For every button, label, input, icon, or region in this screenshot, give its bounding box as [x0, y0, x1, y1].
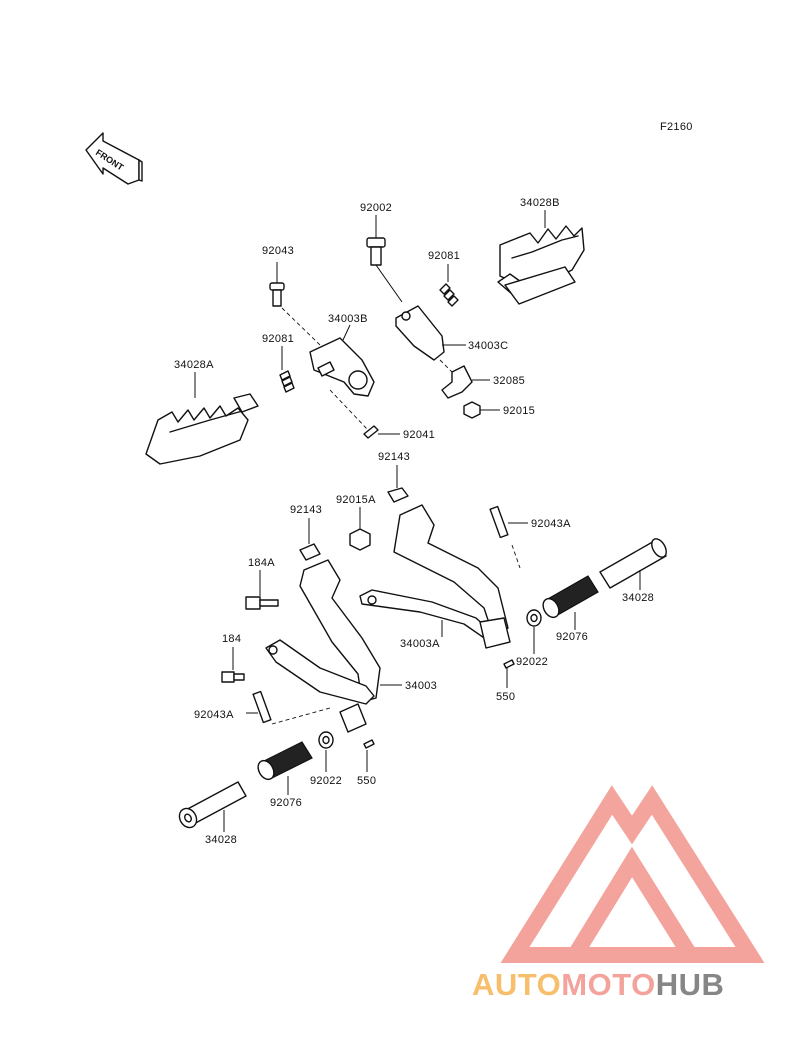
tube-34028-right	[599, 538, 667, 590]
watermark-auto: AUTO	[472, 967, 561, 1002]
nut-92015A	[349, 507, 371, 551]
grip-92076-right	[542, 575, 599, 630]
callout-184: 184	[222, 633, 241, 645]
bolt-184A	[245, 570, 279, 610]
callout-92081-right: 92081	[428, 250, 460, 262]
callout-92015: 92015	[503, 405, 535, 417]
footpeg-34028B	[497, 210, 585, 305]
clip-92143-upper	[387, 465, 409, 503]
bolt-92002	[366, 215, 403, 303]
callout-92043A-right: 92043A	[531, 518, 571, 530]
nut-92015	[463, 401, 500, 419]
part-32085	[439, 359, 490, 399]
callout-550-left: 550	[357, 775, 376, 787]
watermark-moto: MOTO	[561, 967, 655, 1002]
callout-92076-left: 92076	[270, 797, 302, 809]
pin-92043-top	[269, 262, 321, 346]
callout-34028-left: 34028	[205, 834, 237, 846]
callout-34028-right: 34028	[622, 592, 654, 604]
grip-92076-left	[257, 741, 313, 795]
front-arrow-icon: FRONT	[85, 132, 143, 185]
washer-92022-left	[318, 731, 334, 772]
callout-92022-left: 92022	[310, 775, 342, 787]
bracket-34003B	[309, 324, 375, 397]
callout-550-right: 550	[496, 691, 515, 703]
bracket-34003C	[395, 305, 466, 361]
spring-92081-right	[439, 264, 459, 307]
watermark-hub: HUB	[656, 967, 725, 1002]
callout-184A: 184A	[248, 557, 275, 569]
callout-92041: 92041	[403, 429, 435, 441]
bracket-34003A	[359, 504, 511, 649]
cotter-550-left	[363, 739, 375, 772]
callout-92002: 92002	[360, 202, 392, 214]
pin-92043A-right	[489, 505, 528, 569]
spring-92081-left	[279, 346, 295, 393]
bracket-34003	[265, 559, 402, 733]
washer-92022-right	[526, 609, 542, 654]
callout-34003C: 34003C	[468, 340, 508, 352]
callout-34028A: 34028A	[174, 359, 214, 371]
callout-32085: 32085	[493, 375, 525, 387]
callout-34003: 34003	[405, 680, 437, 692]
callout-92043-top: 92043	[262, 245, 294, 257]
callout-92076-right: 92076	[556, 631, 588, 643]
bolt-184	[221, 647, 245, 683]
callout-34003B: 34003B	[328, 313, 368, 325]
watermark-triangle-icon	[500, 785, 765, 963]
callout-92143-upper: 92143	[378, 451, 410, 463]
tube-34028-left	[178, 781, 247, 832]
callout-92043A-left: 92043A	[194, 709, 234, 721]
pin-92041	[329, 389, 400, 439]
pin-92043A-left	[246, 690, 331, 725]
watermark-text: AUTOMOTOHUB	[472, 967, 724, 1002]
footpeg-34028A	[145, 372, 259, 465]
callout-34028B: 34028B	[520, 197, 560, 209]
callout-34003A: 34003A	[400, 638, 440, 650]
watermark-logo: AUTOMOTOHUB	[472, 785, 765, 1002]
diagram-code: F2160	[660, 121, 693, 133]
callout-92081-left: 92081	[262, 333, 294, 345]
callout-92015A: 92015A	[336, 494, 376, 506]
callout-92022-right: 92022	[516, 656, 548, 668]
clip-92143-lower	[299, 518, 321, 561]
cotter-550-right	[503, 659, 515, 688]
callout-92143-lower: 92143	[290, 504, 322, 516]
